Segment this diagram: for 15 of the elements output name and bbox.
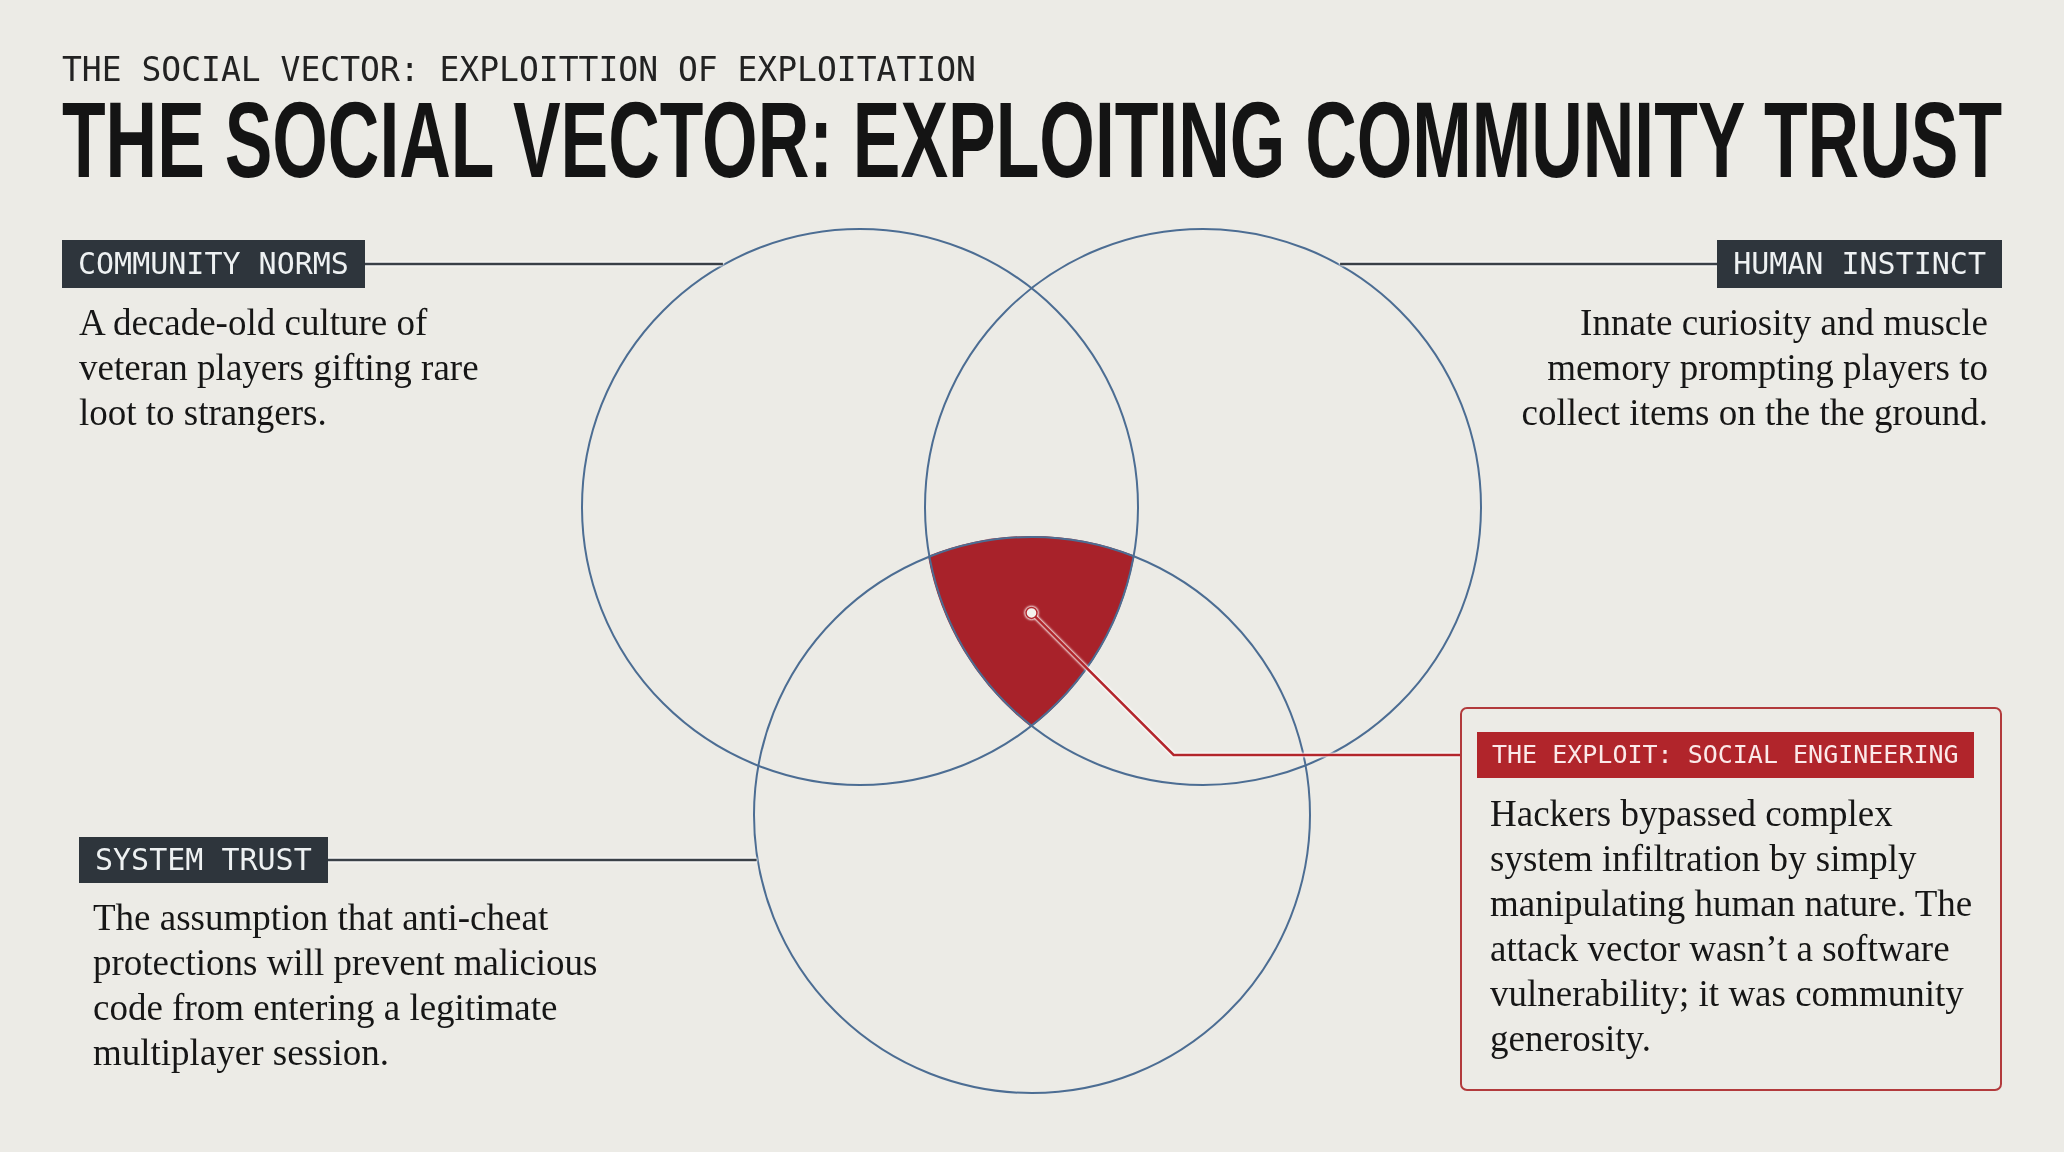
- leader-line: [364, 262, 723, 266]
- venn-circle: [753, 536, 1311, 1094]
- heading-tag: HUMAN INSTINCT: [1717, 240, 2002, 288]
- leader-line: [1340, 262, 1718, 266]
- leader-line: [327, 858, 757, 862]
- venn-circle: [581, 228, 1139, 786]
- description-text: Innate curiosity and muscle memory prompting players to collect items on the the ground.: [1520, 301, 1988, 435]
- heading-tag: COMMUNITY NORMS: [62, 240, 365, 288]
- description-text: A decade-old culture of veteran players gifting rare loot to strangers.: [79, 301, 480, 435]
- leader-line: [1025, 606, 1460, 757]
- heading-tag: THE EXPLOIT: SOCIAL ENGINEERING: [1477, 732, 1974, 778]
- callout-box: [1460, 707, 2002, 1091]
- description-text: The assumption that anti-cheat protections will prevent malicious code from entering a legitimate multiplayer session.: [93, 896, 599, 1075]
- heading-tag: SYSTEM TRUST: [79, 837, 328, 883]
- body-text: Hackers bypassed complex system infiltration by simply manipulating human nature. The attack vector wasn’t a software vulnerability; it was community generosity.: [1490, 792, 1974, 1061]
